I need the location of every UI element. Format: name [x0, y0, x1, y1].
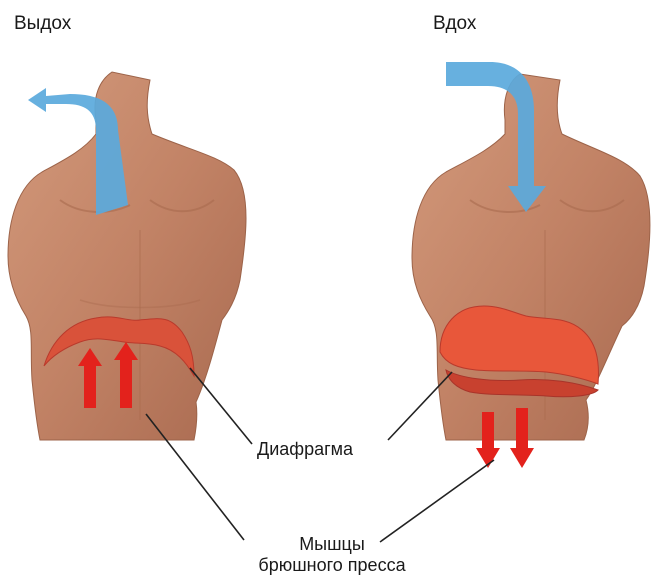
leader-diaphragm-left: [190, 368, 252, 444]
abdominal-muscles-label: Мышцы брюшного пресса: [232, 534, 432, 576]
diaphragm-label: Диафрагма: [257, 440, 353, 458]
abdominal-muscles-label-line2: брюшного пресса: [232, 555, 432, 576]
exhale-label: Выдох: [14, 14, 71, 33]
leader-muscles-right: [380, 460, 494, 542]
inhale-label: Вдох: [433, 14, 476, 33]
abdominal-muscles-label-line1: Мышцы: [232, 534, 432, 555]
